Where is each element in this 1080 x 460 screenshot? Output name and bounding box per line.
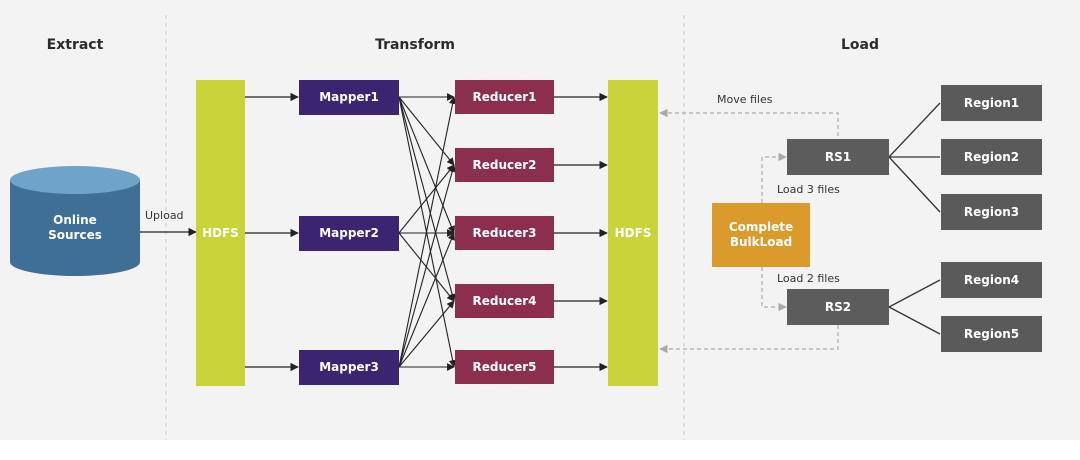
reducer-1: Reducer1 <box>455 80 554 114</box>
region-4: Region4 <box>941 262 1042 298</box>
reducer-to-hdfs-arrows <box>554 92 608 372</box>
region-server-rs1: RS1 <box>787 139 889 175</box>
reducer-2: Reducer2 <box>455 148 554 182</box>
bulkload-to-rs-arrows <box>761 152 787 312</box>
mapper-1: Mapper1 <box>299 80 399 115</box>
region-2: Region2 <box>941 139 1042 175</box>
reducer-5: Reducer5 <box>455 350 554 384</box>
rs2-load-label: Load 2 files <box>777 272 840 285</box>
move-files-arrows <box>659 108 839 354</box>
section-heading-transform: Transform <box>375 37 455 53</box>
mapper-2: Mapper2 <box>299 216 399 251</box>
complete-bulkload-box: Complete BulkLoad <box>712 203 810 267</box>
move-files-label: Move files <box>717 93 773 106</box>
mapper-3: Mapper3 <box>299 350 399 385</box>
rs-to-region-links <box>888 102 941 335</box>
upload-label: Upload <box>145 209 184 222</box>
rs1-load-label: Load 3 files <box>777 183 840 196</box>
hdfs-input-bar: HDFS <box>196 80 245 386</box>
online-sources-label: Online Sources <box>48 213 102 242</box>
reducer-3: Reducer3 <box>455 216 554 250</box>
section-heading-extract: Extract <box>46 37 104 53</box>
region-3: Region3 <box>941 194 1042 230</box>
section-heading-load: Load <box>840 37 879 53</box>
region-5: Region5 <box>941 316 1042 352</box>
bottom-margin <box>0 440 1080 460</box>
reducer-4: Reducer4 <box>455 284 554 318</box>
database-cylinder-icon <box>10 166 140 276</box>
region-server-rs2: RS2 <box>787 289 889 325</box>
hdfs-output-bar: HDFS <box>608 80 658 386</box>
region-1: Region1 <box>941 85 1042 121</box>
shuffle-arrows <box>398 93 457 371</box>
